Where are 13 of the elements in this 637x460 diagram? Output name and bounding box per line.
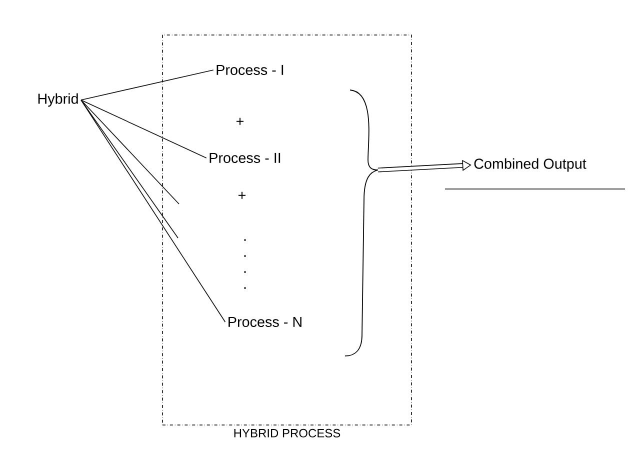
line <box>80 100 226 322</box>
handwritten-label: Process - I <box>216 64 284 76</box>
handwritten-label: Hybrid <box>38 93 78 107</box>
plus-sign: + <box>238 192 246 199</box>
line <box>80 70 214 100</box>
brace <box>344 90 378 356</box>
line <box>80 100 180 204</box>
handwritten-label: Combined Output <box>474 158 586 172</box>
plus-sign: + <box>236 118 244 125</box>
handwritten-label: Process - II <box>210 152 280 164</box>
node-label: HYBRID PROCESS <box>234 428 340 438</box>
line <box>80 100 207 158</box>
handwritten-label: Process - N <box>228 316 302 327</box>
